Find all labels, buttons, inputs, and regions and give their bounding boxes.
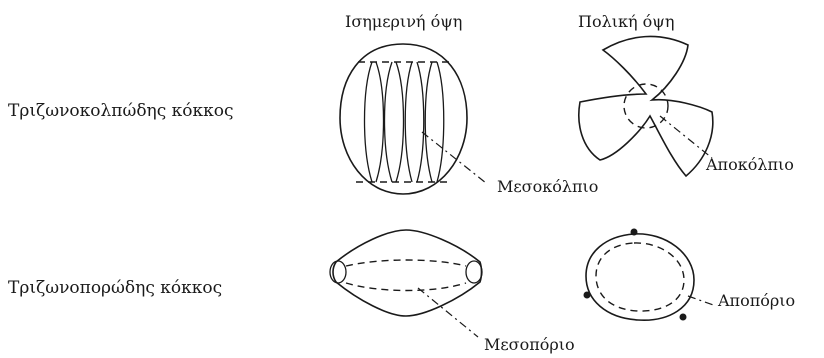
triporate-polar-inner-dashed-line bbox=[596, 243, 684, 311]
tricolpate-equatorial-grain bbox=[340, 44, 467, 194]
triporate-equatorial-upper-dashed-line bbox=[346, 260, 466, 266]
callout-apocolpium: Αποκόλπιο bbox=[705, 155, 794, 174]
triporate-polar-grain bbox=[584, 229, 695, 321]
pore-right bbox=[466, 261, 482, 283]
triporate-equatorial-grain bbox=[330, 230, 482, 316]
header-polar-view: Πολική όψη bbox=[578, 12, 674, 31]
colpus-5 bbox=[405, 62, 412, 182]
colpus-3 bbox=[385, 62, 393, 182]
row-label-tricolpate: Τριζωνοκολπώδης κόκκος bbox=[8, 101, 234, 121]
tricolpate-polar-outline bbox=[579, 36, 713, 176]
leader-apoporium bbox=[688, 296, 716, 306]
triporate-polar-outline bbox=[586, 234, 694, 320]
header-equatorial-view: Ισημερινή όψη bbox=[345, 12, 462, 31]
pore-top bbox=[631, 229, 638, 236]
pore-lower-left bbox=[584, 292, 591, 299]
pore-lower-right bbox=[680, 314, 687, 321]
colpus-7 bbox=[425, 62, 432, 182]
leader-mesocolpium bbox=[422, 132, 486, 183]
triporate-equatorial-lower-dashed-line bbox=[346, 283, 466, 291]
row-label-triporate: Τριζωνοπορώδης κόκκος bbox=[8, 278, 222, 298]
colpus-8 bbox=[437, 62, 444, 182]
colpus-4 bbox=[396, 62, 404, 182]
colpus-6 bbox=[417, 62, 424, 182]
tricolpate-polar-grain bbox=[579, 36, 713, 176]
colpus-1 bbox=[365, 62, 373, 182]
callout-mesoporium: Μεσοπόριο bbox=[484, 335, 575, 354]
colpus-2 bbox=[376, 62, 384, 182]
leader-apocolpium bbox=[660, 116, 712, 158]
callout-apoporium: Αποπόριο bbox=[717, 291, 795, 310]
triporate-equatorial-outline bbox=[333, 230, 482, 316]
callout-mesocolpium: Μεσοκόλπιο bbox=[497, 177, 598, 196]
